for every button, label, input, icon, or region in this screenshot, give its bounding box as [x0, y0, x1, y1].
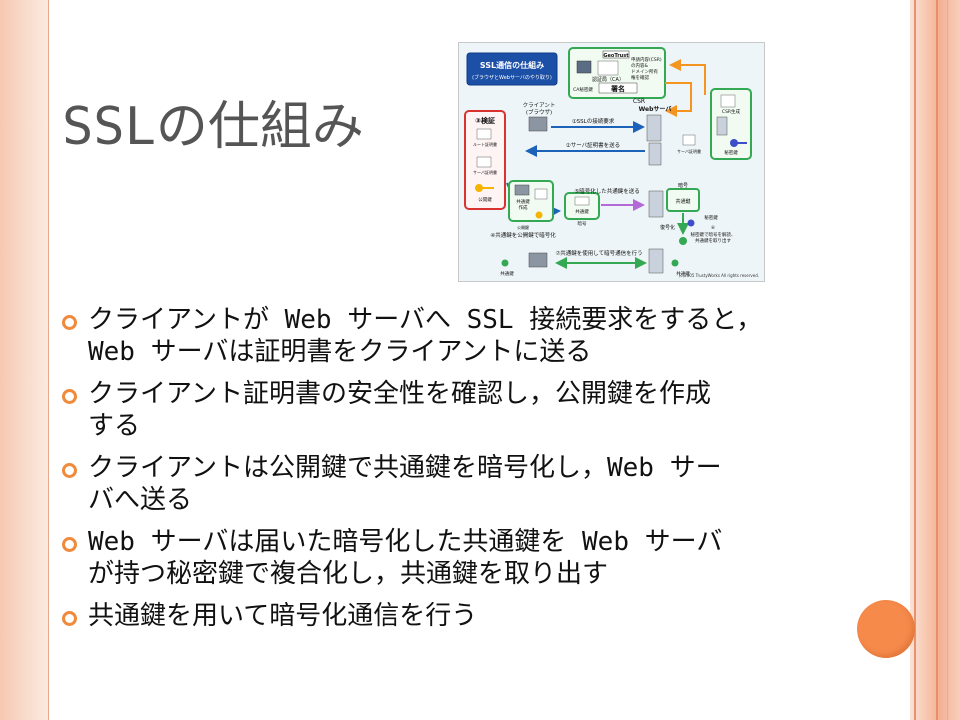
secret-key2-label: 秘密鍵 [704, 214, 718, 221]
bullet-text-line: Web サーバは届いた暗号化した共通鍵を Web サーバ [88, 527, 723, 557]
step7-label: ⑦共通鍵を使用して暗号通信を行う [555, 249, 642, 257]
client-computer-icon [514, 184, 530, 196]
bullet-list: クライアントが Web サーバへ SSL 接続要求をすると， Web サーバは証… [62, 304, 822, 642]
secret-key-label: 秘密鍵 [724, 149, 738, 156]
cipher2-label: 暗号 [678, 182, 688, 189]
server-cert-icon [682, 134, 696, 146]
diagram-subheader: (ブラウザとWebサーバのやり取り) [472, 74, 552, 81]
right-border-line [936, 0, 938, 720]
step4-label: ④共通鍵を公開鍵で暗号化 [490, 231, 556, 239]
csr-gen-label: CSR生成 [722, 108, 741, 115]
csr-desc-1: 申請内容(CSR) [631, 56, 662, 63]
browser-label: (ブラウザ) [526, 108, 552, 116]
public-key-label: 公開鍵 [478, 196, 492, 203]
ca-cert-label: CA秘密鍵 [573, 86, 593, 93]
web-server-icon [648, 190, 664, 218]
right-border-line [947, 0, 948, 720]
step3-label: ③検証 [475, 116, 495, 125]
orange-circle-decoration [857, 600, 915, 658]
key-icon [501, 259, 509, 267]
csr-doc-icon [720, 94, 736, 108]
bullet-item: クライアント証明書の安全性を確認し，公開鍵を作成 する [62, 378, 822, 442]
shared-key-label: 共通鍵 [575, 208, 589, 215]
bullet-text-line: クライアントは公開鍵で共通鍵を暗号化し，Web サー [88, 453, 722, 483]
shared-key5-label: 共通鍵 [676, 270, 690, 277]
ssl-diagram-svg: SSL通信の仕組み (ブラウザとWebサーバのやり取り) GeoTrust 認証… [459, 43, 764, 281]
public-key2-icon [534, 188, 548, 200]
server-cert-label: サーバ証明書 [677, 148, 701, 154]
bullet-text-line: が持つ秘密鍵で複合化し，共通鍵を取り出す [88, 559, 609, 589]
step2-label: ②サーバ証明書を送る [566, 141, 620, 149]
bullet-text-line: クライアント証明書の安全性を確認し，公開鍵を作成 [88, 379, 711, 409]
left-border-line [48, 0, 49, 720]
web-server-icon [648, 248, 664, 274]
ca-label: 認証局（CA） [592, 76, 624, 83]
slide-title: SSLの仕組み [62, 97, 364, 157]
step1-label: ①SSLの接続要求 [572, 117, 615, 125]
server-tower-icon [716, 116, 728, 136]
diagram-header: SSL通信の仕組み [480, 60, 544, 70]
step5-label: ⑤暗号化した共通鍵を送る [574, 187, 639, 195]
csr-desc-2: の内容& [631, 62, 648, 69]
root-cert-label: ルート証明書 [473, 141, 497, 147]
ca-computer-icon [576, 60, 592, 74]
key-icon [730, 139, 738, 147]
bullet-text-line: クライアントが Web サーバへ SSL 接続要求をすると， [88, 305, 763, 335]
root-cert-icon [476, 128, 492, 140]
bullet-item: クライアントは公開鍵で共通鍵を暗号化し，Web サー バへ送る [62, 452, 822, 516]
ssl-diagram: SSL通信の仕組み (ブラウザとWebサーバのやり取り) GeoTrust 認証… [458, 42, 765, 282]
bullet-circle-icon [62, 315, 77, 330]
client-computer-icon [528, 116, 548, 132]
server-cert2-icon [476, 156, 492, 168]
key-icon [535, 211, 543, 219]
public-key-icon [475, 184, 483, 192]
web-server-icon [646, 114, 662, 142]
shared-key-create-1: 共通鍵 [516, 198, 530, 205]
server-cert2-label: サーバ証明書 [473, 169, 497, 175]
step6-1: ⑥ [711, 225, 715, 231]
decrypt-label: 復号化 [660, 224, 675, 231]
csr-desc-4: 権を確認 [631, 74, 649, 81]
client-computer-icon [528, 252, 548, 268]
shared-key3-label: 共通鍵 [675, 198, 690, 205]
cipher-label: 暗号 [578, 220, 587, 227]
bullet-circle-icon [62, 611, 77, 626]
key-icon [687, 219, 695, 227]
public-key2-label: 公開鍵 [517, 224, 529, 230]
bullet-text-line: する [88, 411, 141, 441]
bullet-circle-icon [62, 537, 77, 552]
right-decorative-border [910, 0, 960, 720]
csr-desc-3: ドメイン所有 [631, 68, 658, 75]
geotrust-logo [602, 50, 630, 59]
web-server-icon [648, 142, 662, 166]
geotrust-label: GeoTrust [603, 53, 629, 59]
diagram-copyright: (c)2005 TrustyWorks All rights reserved. [679, 273, 759, 278]
bullet-text-line: Web サーバは証明書をクライアントに送る [88, 337, 592, 367]
right-border-line [914, 0, 916, 720]
key-icon [679, 237, 687, 245]
bullet-text-line: バへ送る [88, 485, 193, 515]
client-label: クライアント [523, 102, 556, 109]
web-server-label: Webサーバ [639, 105, 672, 113]
step6-2: 秘密鍵で暗号を解読、 [691, 231, 736, 238]
shared-key-icon [574, 196, 590, 206]
bullet-item: 共通鍵を用いて暗号化通信を行う [62, 600, 822, 632]
shared-key-create-2: 作成 [519, 204, 528, 211]
bullet-item: クライアントが Web サーバへ SSL 接続要求をすると， Web サーバは証… [62, 304, 822, 368]
csr-label: CSR [633, 98, 645, 105]
left-decorative-border [0, 0, 48, 720]
step6-3: 共通鍵を取り出す [695, 237, 731, 244]
key-icon [671, 259, 679, 267]
bullet-circle-icon [62, 463, 77, 478]
bullet-text-line: 共通鍵を用いて暗号化通信を行う [88, 601, 478, 631]
bullet-circle-icon [62, 389, 77, 404]
shared-key4-label: 共通鍵 [500, 270, 514, 277]
sign-label: 署名 [610, 84, 625, 93]
bullet-item: Web サーバは届いた暗号化した共通鍵を Web サーバ が持つ秘密鍵で複合化し… [62, 526, 822, 590]
